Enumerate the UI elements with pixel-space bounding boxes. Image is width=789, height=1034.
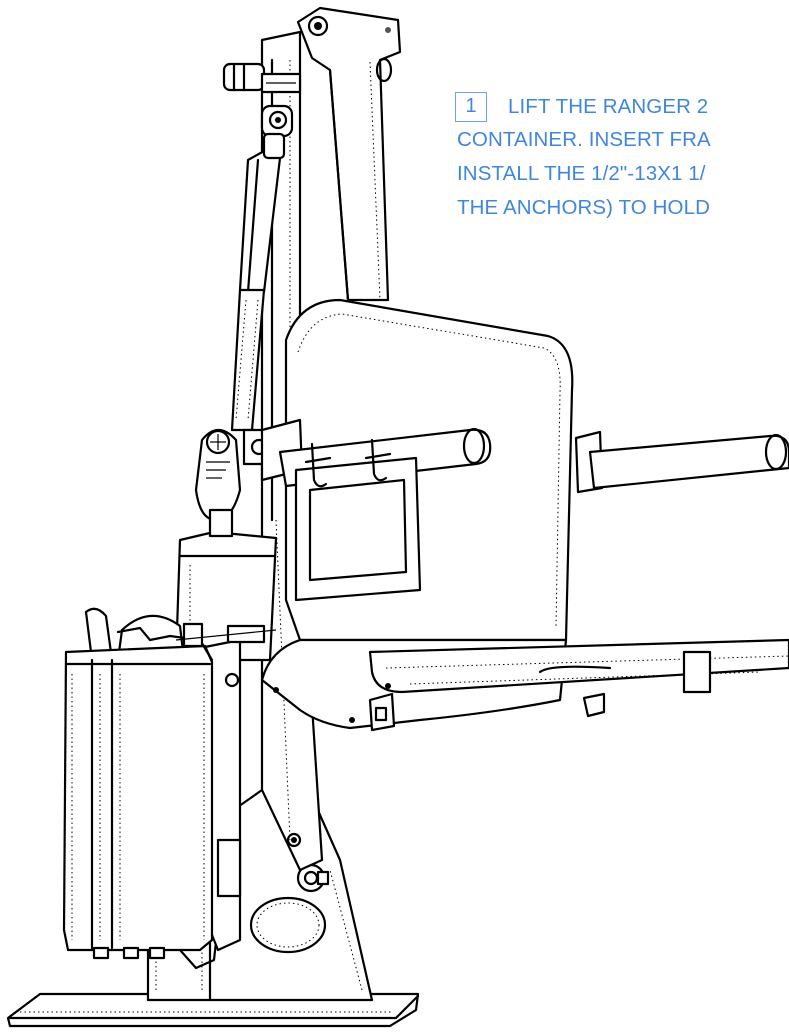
base-plate [6, 992, 420, 1028]
boom-arm [296, 6, 402, 302]
seat-back [260, 298, 789, 642]
battery-pack [62, 607, 242, 960]
seat-pan [260, 638, 789, 732]
instruction-line-3: INSTALL THE 1/2"-13X1 1/ [457, 162, 706, 185]
actuator [176, 104, 294, 970]
instruction-line-4: THE ANCHORS) TO HOLD [457, 196, 710, 219]
instruction-line-2: CONTAINER. INSERT FRA [457, 128, 711, 151]
instruction-line-1: LIFT THE RANGER 2 [508, 95, 709, 118]
mount-collar [175, 622, 277, 648]
step-number-badge: 1 [455, 92, 487, 122]
